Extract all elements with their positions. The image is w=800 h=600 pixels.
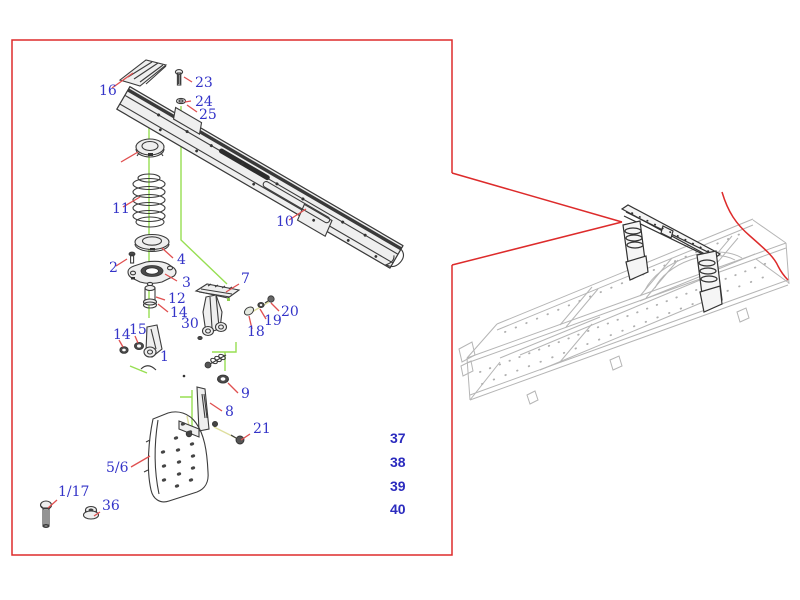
rivet-row-near-top (479, 261, 771, 373)
callout-1-17: 1/17 (58, 484, 89, 500)
callout-25: 25 (199, 107, 217, 123)
callout-9: 9 (241, 386, 250, 402)
callout-7: 7 (241, 271, 250, 287)
callout-2: 2 (109, 260, 118, 276)
callout-18: 18 (247, 324, 265, 340)
reference-item-38: 38 (390, 454, 406, 470)
reference-item-37: 37 (390, 430, 406, 446)
part-12-14-bushing (142, 281, 158, 309)
callout-12: 12 (168, 291, 186, 307)
callout-24: 24 (195, 94, 213, 110)
chassis-view (458, 191, 790, 405)
part-1-support-arm (140, 324, 186, 378)
part-15-ring (133, 341, 144, 350)
part-36-nut (82, 505, 100, 520)
part-1-17-bolt (39, 500, 53, 528)
part-18-washer (243, 306, 255, 316)
callout-30: 30 (181, 316, 199, 332)
callout-14-upper: 14 (170, 305, 188, 321)
part-11-coil-spring (132, 173, 166, 228)
callout-5-6: 5/6 (106, 460, 129, 476)
part-7-bracket (194, 283, 241, 340)
chassis-frame (458, 218, 790, 405)
callout-box (11, 39, 623, 556)
part-2-bolt (128, 251, 136, 264)
callout-19: 19 (264, 313, 282, 329)
part-14-ring (119, 346, 129, 354)
exploded-view (39, 59, 405, 528)
small-bolt-with-spring (204, 353, 227, 369)
part-21-bolt (230, 434, 245, 445)
reference-item-39: 39 (390, 478, 406, 494)
part-24-25-washer (175, 97, 187, 105)
callout-23: 23 (195, 75, 213, 91)
callout-labels: 16 23 24 25 10 11 4 2 3 12 14 30 14 15 1… (58, 75, 299, 514)
part-3-seat-plate (127, 260, 177, 285)
part-19-ring (257, 301, 265, 308)
callout-3: 3 (182, 275, 191, 291)
leader-lines (47, 72, 307, 517)
callout-14-left: 14 (113, 327, 131, 343)
callout-36: 36 (102, 498, 120, 514)
break-line-curve (721, 191, 789, 281)
reference-item-40: 40 (390, 501, 406, 517)
connector-line-top (451, 172, 623, 223)
callout-10: 10 (276, 214, 294, 230)
part-4-spring-seat (134, 233, 170, 253)
callout-21: 21 (253, 421, 271, 437)
callout-1: 1 (160, 349, 169, 365)
part-10-beam (116, 85, 405, 269)
upper-flanged-ring (135, 138, 165, 158)
callout-20: 20 (281, 304, 299, 320)
part-5-6-plate (143, 411, 209, 503)
callout-11: 11 (112, 201, 130, 217)
part-16-mount-pad (118, 59, 168, 87)
callout-8: 8 (225, 404, 234, 420)
rivet-row-near-bottom (481, 273, 773, 385)
callout-15: 15 (129, 322, 147, 338)
connector-line-bottom (451, 221, 623, 266)
part-8-bracket (178, 386, 218, 438)
callout-4: 4 (177, 252, 186, 268)
part-23-bolt (174, 69, 184, 86)
reference-list: 37 38 39 40 (390, 430, 406, 517)
mounted-assembly (620, 204, 723, 313)
part-9-nut (216, 374, 230, 384)
callout-16: 16 (99, 83, 117, 99)
part-20-bolt (264, 295, 275, 304)
